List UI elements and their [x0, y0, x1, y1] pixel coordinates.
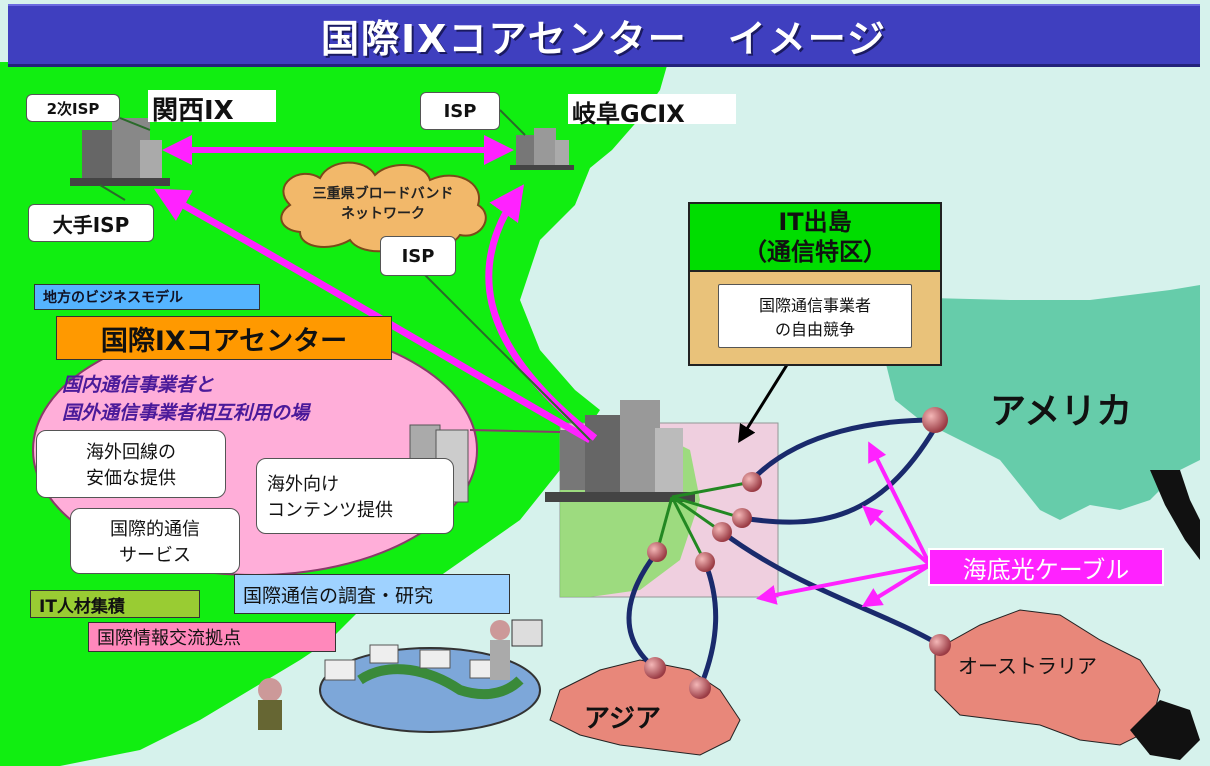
globe-illustration: [258, 619, 543, 733]
submarine-cables: [626, 417, 942, 689]
overseas-line-box: 海外回線の 安価な提供: [36, 430, 226, 498]
overseas-line-text-2: 安価な提供: [86, 468, 176, 489]
core-kansai-arrow: [153, 188, 592, 444]
australia-label: オーストラリア: [958, 654, 1097, 678]
intl-service-text-2: サービス: [119, 545, 191, 566]
core-gifu-arrow: [485, 184, 598, 441]
it-dejima-title-1: IT出島: [778, 208, 852, 236]
overseas-line-text-1: 海外回線の: [86, 442, 176, 463]
asia-label: アジア: [584, 704, 661, 734]
intl-service-box: 国際的通信 サービス: [70, 508, 240, 574]
it-dejima-body: 国際通信事業者 の自由競争: [688, 272, 942, 366]
mie-isp-box: ISP: [380, 236, 456, 276]
kansai-ix-label: 関西IX: [148, 90, 276, 126]
core-building: [545, 400, 695, 502]
it-dejima-header: IT出島 （通信特区）: [688, 202, 942, 272]
america-shape: [880, 285, 1200, 520]
research-tag: 国際通信の調査・研究: [234, 574, 510, 614]
major-isp-box: 大手ISP: [28, 204, 154, 242]
free-competition-text-1: 国際通信事業者: [758, 296, 871, 315]
cloud-line-1: 三重県ブロードバンド: [312, 186, 454, 202]
cable-label-arrows: [756, 441, 932, 608]
gifu-isp-box: ISP: [420, 92, 500, 130]
dejima-pointer: [738, 359, 792, 444]
content-box: 海外向け コンテンツ提供: [256, 458, 454, 534]
cloud-line-2: ネットワーク: [341, 206, 425, 222]
broadband-network-label: 三重県ブロードバンド ネットワーク: [288, 184, 478, 224]
cable-nodes: [644, 407, 951, 699]
core-links: [655, 480, 753, 563]
it-dejima-title-2: （通信特区）: [743, 238, 887, 266]
free-competition-box: 国際通信事業者 の自由競争: [718, 284, 912, 348]
secondary-isp-box: 2次ISP: [26, 94, 120, 122]
submarine-cable-label: 海底光ケーブル: [928, 548, 1164, 586]
content-text-1: 海外向け: [267, 474, 339, 495]
page-title: 国際IXコアセンター イメージ: [321, 16, 887, 61]
mutual-use-line-2: 国外通信事業者相互利用の場: [62, 402, 310, 424]
content-text-2: コンテンツ提供: [267, 500, 393, 521]
kansai-building: [70, 118, 170, 186]
america-label: アメリカ: [990, 391, 1133, 432]
business-model-tag: 地方のビジネスモデル: [34, 284, 260, 310]
free-competition-text-2: の自由競争: [774, 320, 855, 339]
title-bar: 国際IXコアセンター イメージ: [8, 4, 1200, 67]
it-talent-tag: IT人材集積: [30, 590, 200, 618]
gifu-building: [510, 128, 574, 170]
mutual-use-line-1: 国内通信事業者と: [62, 374, 215, 396]
intl-service-text-1: 国際的通信: [110, 519, 200, 540]
exchange-hub-tag: 国際情報交流拠点: [88, 622, 336, 652]
ix-center-title: 国際IXコアセンター: [56, 316, 392, 360]
gifu-gcix-label: 岐阜GCIX: [568, 94, 736, 128]
